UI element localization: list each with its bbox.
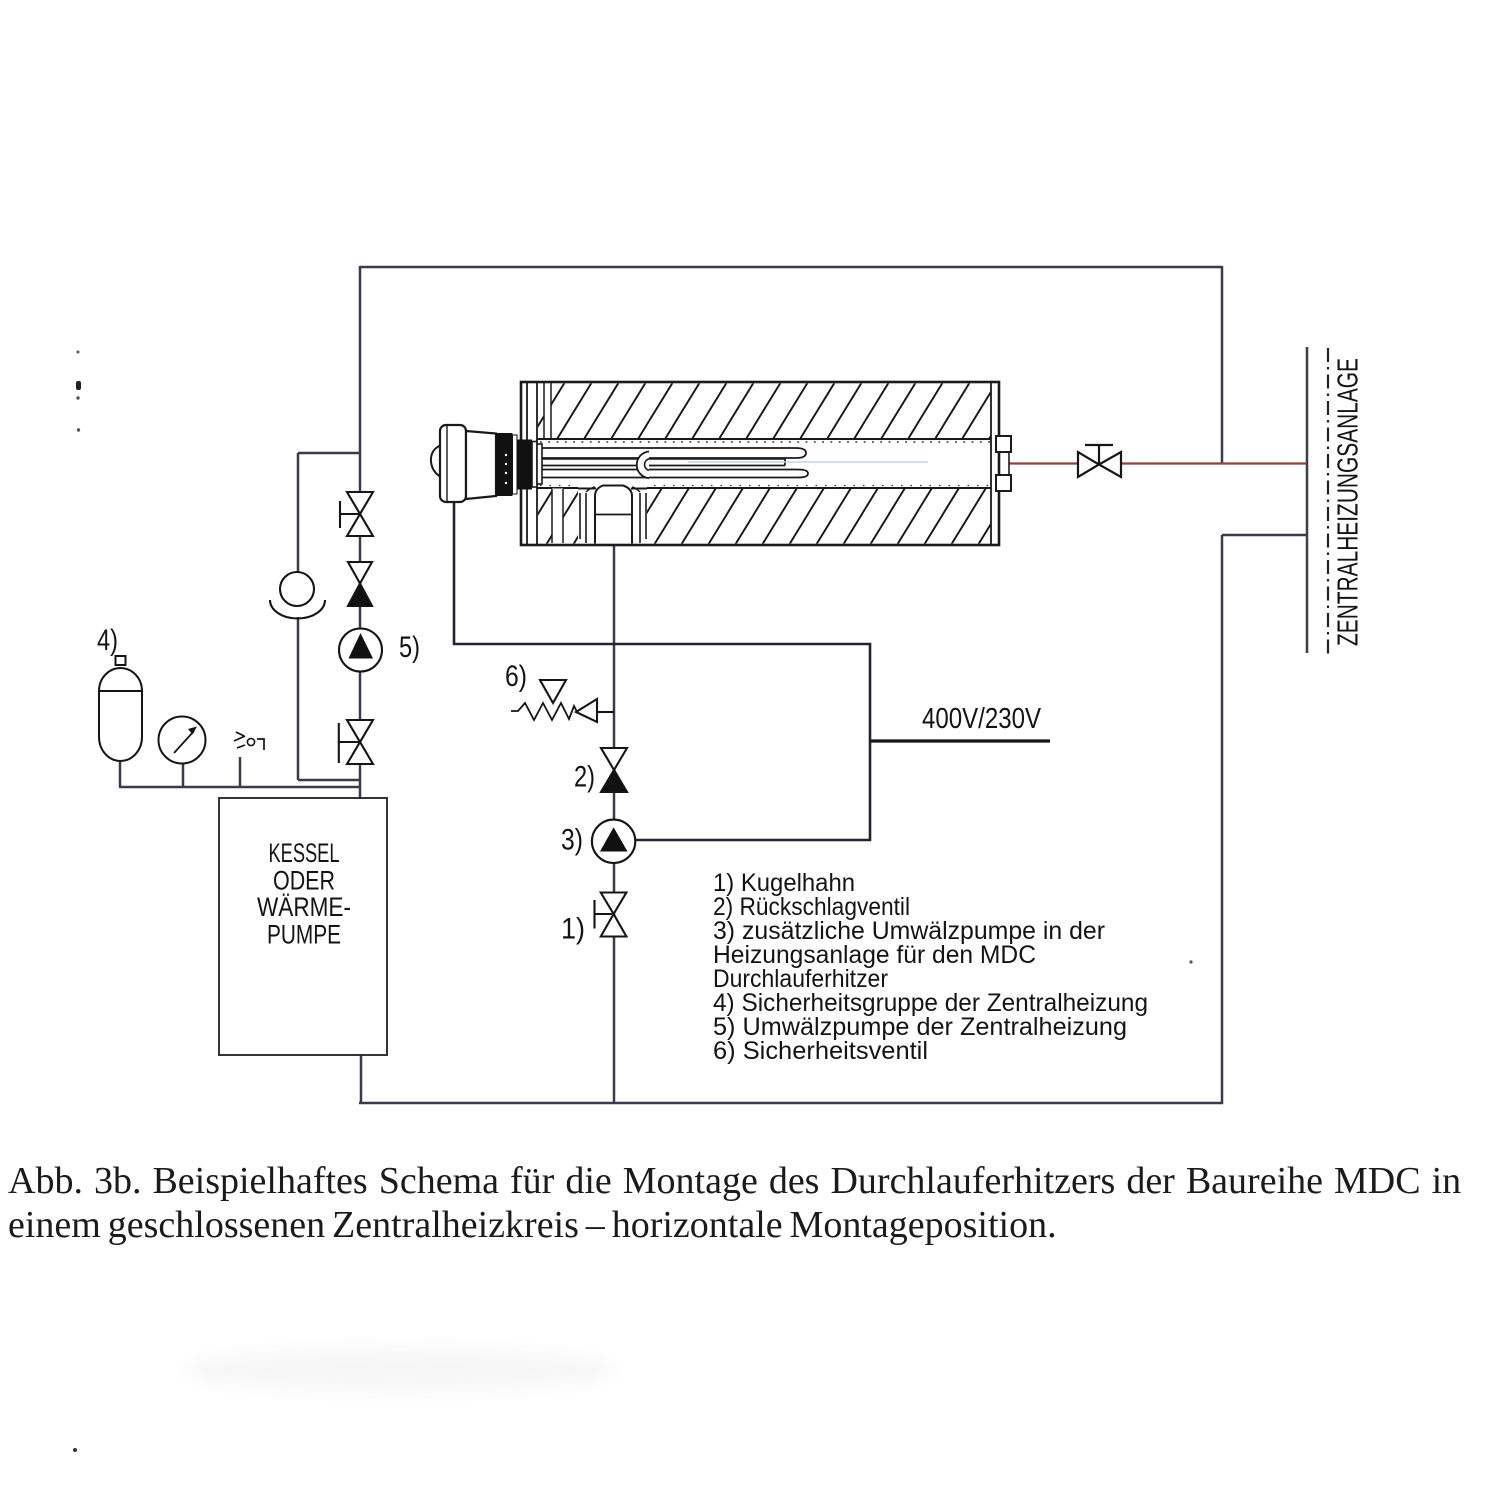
svg-text:Heizungsanlage für den MDC: Heizungsanlage für den MDC [713, 941, 1036, 969]
svg-text:1): 1) [561, 913, 585, 946]
svg-text:1) Kugelhahn: 1) Kugelhahn [713, 869, 855, 897]
svg-text:ODER: ODER [273, 865, 335, 895]
svg-text:3): 3) [561, 824, 583, 857]
svg-text:3) zusätzliche Umwälzpumpe in: 3) zusätzliche Umwälzpumpe in der [713, 917, 1105, 945]
svg-text:PUMPE: PUMPE [267, 919, 341, 949]
svg-text:6) Sicherheitsventil: 6) Sicherheitsventil [713, 1037, 928, 1065]
svg-text:5) Umwälzpumpe der Zentralheiz: 5) Umwälzpumpe der Zentralheizung [713, 1013, 1127, 1041]
svg-text:4) Sicherheitsgruppe der Zentr: 4) Sicherheitsgruppe der Zentralheizung [713, 989, 1148, 1017]
svg-text:2) Rückschlagventil: 2) Rückschlagventil [713, 893, 910, 921]
svg-text:ZENTRALHEIZUNGSANLAGE: ZENTRALHEIZUNGSANLAGE [1333, 358, 1365, 646]
svg-text:2): 2) [574, 761, 595, 794]
svg-text:4): 4) [97, 624, 118, 657]
svg-text:400V/230V: 400V/230V [922, 703, 1041, 735]
svg-text:WÄRME-: WÄRME- [257, 892, 351, 922]
svg-text:5): 5) [399, 631, 420, 664]
svg-text:6): 6) [505, 660, 527, 693]
svg-text:KESSEL: KESSEL [269, 838, 340, 868]
svg-text:Durchlauferhitzer: Durchlauferhitzer [713, 965, 888, 993]
